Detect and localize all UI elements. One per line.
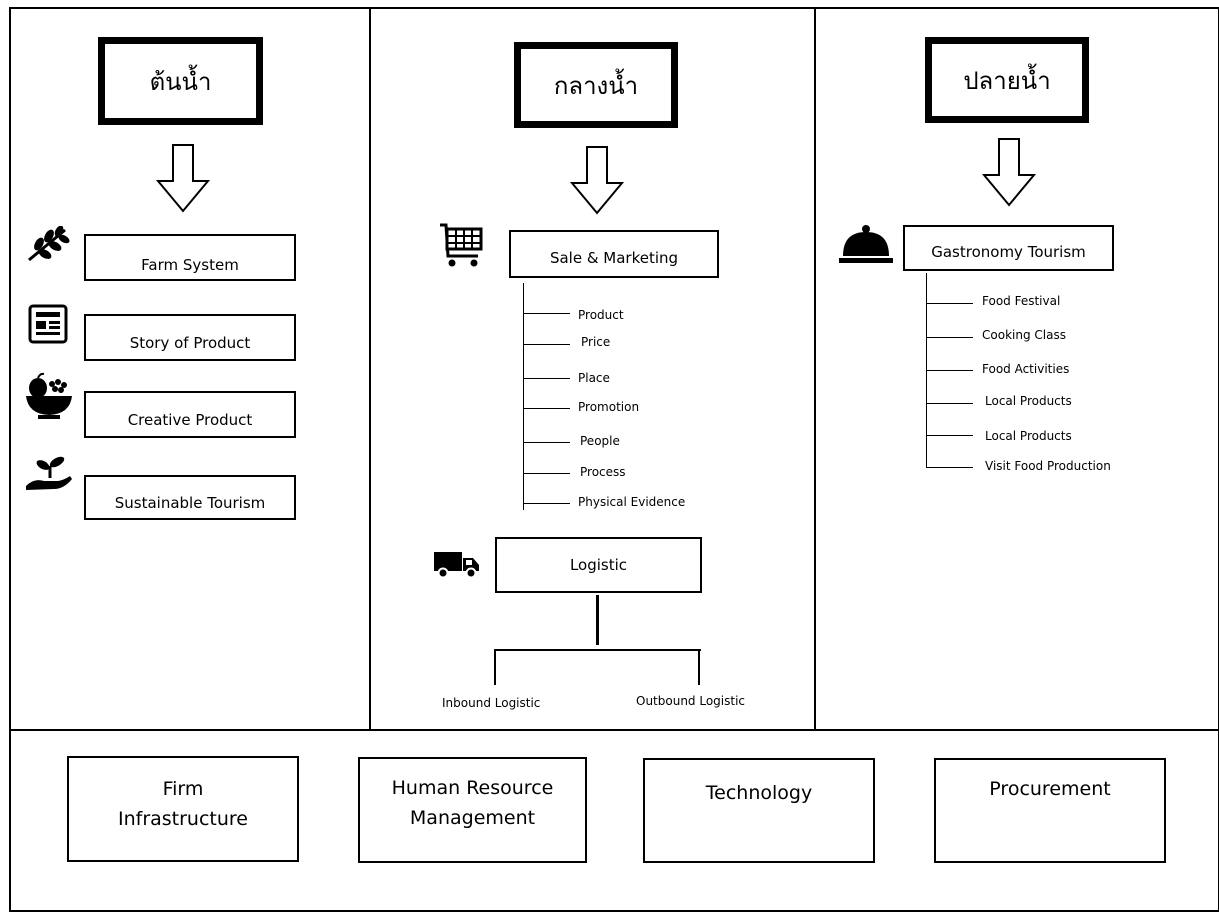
down-arrow-icon [156,144,210,213]
branch-line [927,303,973,304]
activity-local-products-2: Local Products [985,429,1072,443]
procurement-box: Procurement [934,758,1166,863]
logistic-left-drop [494,649,496,685]
creative-product-box: Creative Product [84,391,296,438]
activity-food-activities: Food Activities [982,362,1070,376]
logistic-connector [596,595,599,645]
human-resource-line-2: Management [409,807,536,829]
branch-line [524,442,570,443]
firm-infrastructure-line-1: Firm [162,778,204,800]
firm-infrastructure-box: Firm Infrastructure [67,756,299,862]
technology-label: Technology [705,782,813,804]
branch-line [524,473,570,474]
logistic-box: Logistic [495,537,702,593]
activities-trunk [926,273,927,468]
inbound-logistic-label: Inbound Logistic [442,696,541,710]
activity-cooking-class: Cooking Class [982,328,1066,342]
branch-line [927,467,973,468]
column-divider-1 [369,7,371,731]
technology-box: Technology [643,758,875,863]
upstream-header: ต้นน้ำ [98,37,263,125]
downstream-header: ปลายน้ำ [925,37,1089,123]
food-cloche-icon [839,225,893,263]
sustainable-tourism-box: Sustainable Tourism [84,475,296,520]
story-of-product-box: Story of Product [84,314,296,361]
branch-line [927,403,973,404]
procurement-label: Procurement [989,778,1111,800]
marketing-mix-people: People [580,434,620,448]
branch-line [524,503,570,504]
marketing-mix-physical-evidence: Physical Evidence [578,495,686,509]
support-divider [9,729,1219,731]
marketing-mix-price: Price [581,335,611,349]
branch-line [927,435,973,436]
outbound-logistic-label: Outbound Logistic [636,694,746,708]
down-arrow-icon [982,138,1036,207]
branch-line [524,408,570,409]
newspaper-icon [28,304,68,344]
marketing-mix-promotion: Promotion [578,400,640,414]
midstream-header: กลางน้ำ [514,42,678,128]
branch-line [927,337,973,338]
human-resource-box: Human Resource Management [358,757,587,863]
branch-line [524,378,570,379]
branch-line [524,344,570,345]
marketing-mix-product: Product [578,308,624,322]
leaf-branch-icon [28,226,70,262]
activity-food-festival: Food Festival [982,294,1061,308]
activity-local-products-1: Local Products [985,394,1072,408]
logistic-split [494,649,701,651]
fruit-basket-icon [26,372,72,419]
activity-visit-food-production: Visit Food Production [985,459,1111,473]
column-divider-2 [814,7,816,731]
shopping-cart-icon [440,223,483,267]
human-resource-line-1: Human Resource [391,777,554,799]
delivery-truck-icon [434,552,479,579]
branch-line [524,313,570,314]
firm-infrastructure-line-2: Infrastructure [117,808,248,830]
farm-system-box: Farm System [84,234,296,281]
down-arrow-icon [570,146,624,215]
branch-line [927,370,973,371]
logistic-right-drop [698,649,700,685]
marketing-mix-trunk [523,283,524,510]
sale-marketing-box: Sale & Marketing [509,230,719,278]
gastronomy-tourism-box: Gastronomy Tourism [903,225,1114,271]
hand-sprout-icon [26,456,72,490]
marketing-mix-place: Place [578,371,610,385]
marketing-mix-process: Process [580,465,626,479]
